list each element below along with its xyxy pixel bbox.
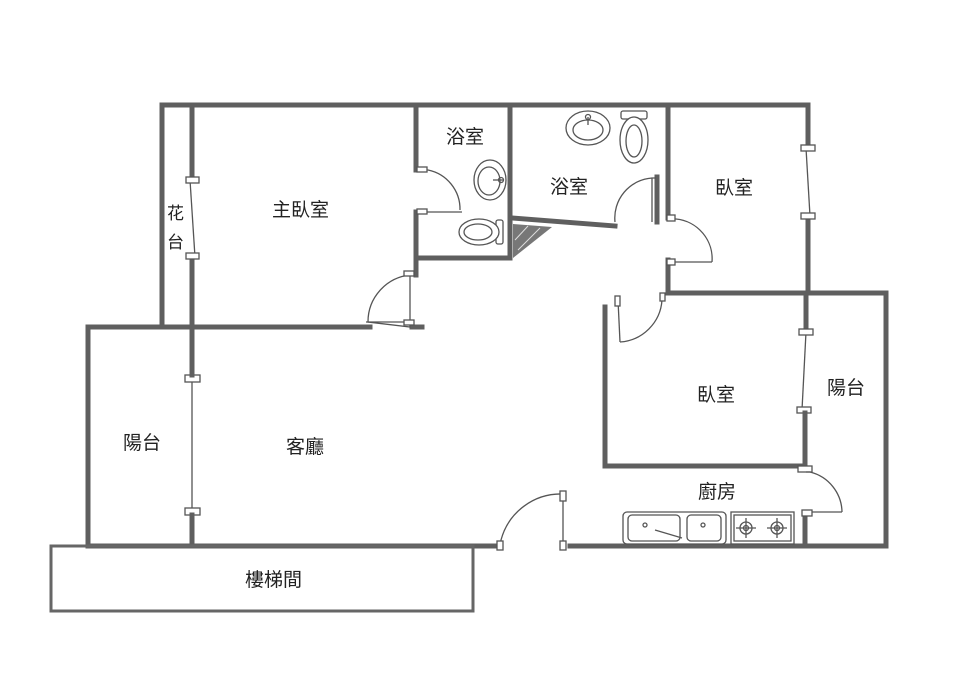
label-balcony-left: 陽台 [123, 432, 161, 454]
label-balcony-right: 陽台 [827, 377, 865, 399]
fixtures [458, 110, 795, 545]
sink-icon [473, 159, 507, 201]
windows [184, 144, 816, 549]
label-bedroom-2: 臥室 [697, 384, 735, 406]
label-kitchen: 廚房 [698, 480, 736, 503]
doors [366, 166, 843, 551]
label-bath-1: 浴室 [446, 126, 484, 148]
label-planter-bottom: 台 [167, 233, 184, 253]
room-labels: 主臥室 浴室 浴室 臥室 臥室 花 台 客廳 陽台 陽台 廚房 樓梯間 [123, 126, 865, 591]
label-master-bedroom: 主臥室 [272, 199, 329, 221]
label-living-room: 客廳 [286, 436, 324, 458]
toilet-icon [458, 218, 504, 246]
label-planter-top: 花 [167, 204, 184, 224]
hatch [513, 224, 552, 258]
stove-icon [730, 511, 795, 545]
label-bedroom-1: 臥室 [715, 177, 753, 199]
sink-icon [565, 110, 611, 146]
label-stairwell: 樓梯間 [245, 569, 302, 591]
kitchen-sink-icon [622, 511, 727, 545]
toilet-icon [619, 110, 649, 164]
label-bath-2: 浴室 [550, 176, 588, 198]
stairwell-box [49, 544, 475, 613]
